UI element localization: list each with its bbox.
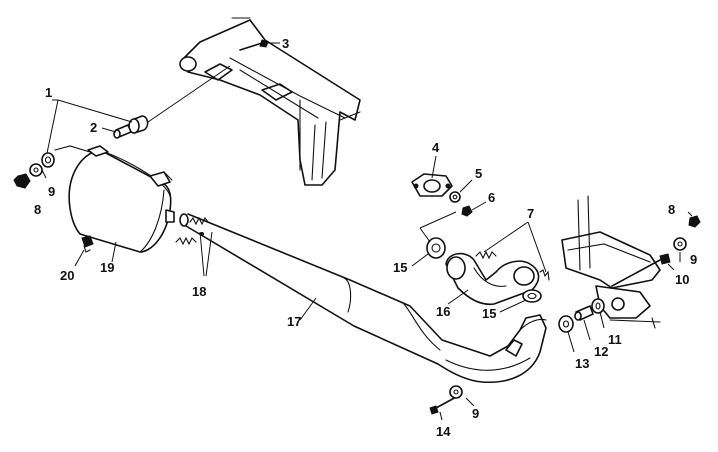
callout-11: 11 bbox=[608, 332, 622, 347]
callout-2: 2 bbox=[90, 120, 97, 135]
leader-15-upper-down bbox=[419, 227, 431, 243]
callout-13: 13 bbox=[575, 356, 589, 371]
callout-8-right: 8 bbox=[668, 202, 675, 217]
muffler-19 bbox=[54, 145, 189, 253]
leader-15-upper-to-manifold bbox=[419, 211, 457, 229]
gasket-15-lower bbox=[522, 289, 542, 303]
callout-12: 12 bbox=[594, 344, 608, 359]
leader-9-left bbox=[41, 169, 47, 179]
callout-9-left: 9 bbox=[48, 184, 55, 199]
washer-9-left bbox=[29, 163, 43, 177]
springs-7 bbox=[475, 250, 550, 281]
leader-19 bbox=[111, 241, 117, 263]
leader-6 bbox=[471, 201, 487, 211]
leader-18b bbox=[205, 231, 213, 277]
callout-19: 19 bbox=[100, 260, 114, 275]
callout-20: 20 bbox=[60, 268, 74, 283]
washer-9-bottom bbox=[449, 385, 463, 399]
leader-frame-grommet bbox=[147, 65, 231, 123]
grommet-11 bbox=[591, 298, 605, 314]
leader-1b bbox=[45, 99, 59, 159]
callout-7: 7 bbox=[527, 206, 534, 221]
tailpipe-17 bbox=[185, 213, 547, 384]
callout-9-bottom: 9 bbox=[472, 406, 479, 421]
leader-20 bbox=[74, 249, 85, 267]
washer-5 bbox=[449, 191, 461, 203]
frame-upper bbox=[179, 17, 361, 186]
callout-9-right: 9 bbox=[690, 252, 697, 267]
leader-8-right bbox=[687, 211, 693, 217]
leader-5 bbox=[459, 179, 473, 193]
callout-18: 18 bbox=[192, 284, 206, 299]
nut-8-right bbox=[688, 215, 701, 228]
plug-20 bbox=[81, 235, 94, 253]
frame-right bbox=[561, 195, 661, 329]
callout-8-left: 8 bbox=[34, 202, 41, 217]
leader-11 bbox=[599, 311, 605, 329]
leader-15a bbox=[411, 253, 429, 267]
spacer-12 bbox=[574, 305, 594, 321]
bolt-14 bbox=[429, 395, 459, 415]
callout-15a: 15 bbox=[393, 260, 407, 275]
grommet-1-lower bbox=[41, 152, 55, 168]
spacer-2 bbox=[113, 124, 132, 139]
nut-8-left bbox=[13, 173, 31, 189]
gasket-15-upper bbox=[426, 237, 446, 259]
callout-1: 1 bbox=[45, 85, 52, 100]
callout-3: 3 bbox=[282, 36, 289, 51]
leader-16 bbox=[447, 289, 469, 305]
leader-12 bbox=[583, 319, 591, 341]
leader-10 bbox=[667, 263, 675, 271]
callout-5: 5 bbox=[475, 166, 482, 181]
leader-14 bbox=[439, 411, 443, 421]
leader-17 bbox=[299, 297, 317, 321]
leader-4 bbox=[431, 155, 437, 179]
headpipe-16 bbox=[445, 252, 540, 306]
leader-7b bbox=[527, 221, 547, 273]
leader-2 bbox=[101, 127, 117, 133]
callout-14: 14 bbox=[436, 424, 451, 439]
callout-4: 4 bbox=[432, 140, 440, 155]
grommet-13 bbox=[558, 315, 574, 333]
callout-10: 10 bbox=[675, 272, 689, 287]
callout-16: 16 bbox=[436, 304, 450, 319]
washer-9-right-top bbox=[673, 237, 687, 251]
leader-18a bbox=[199, 231, 205, 277]
leader-1a bbox=[52, 99, 133, 123]
leader-7a bbox=[483, 221, 529, 253]
callout-17: 17 bbox=[287, 314, 301, 329]
bolt-3 bbox=[239, 39, 280, 51]
bolt-10 bbox=[611, 253, 671, 287]
leader-9-bottom bbox=[465, 397, 475, 407]
manifold-4 bbox=[411, 173, 453, 197]
callout-6: 6 bbox=[488, 190, 495, 205]
leader-13 bbox=[567, 331, 575, 353]
callout-15b: 15 bbox=[482, 306, 496, 321]
nut-6 bbox=[461, 205, 473, 217]
leader-15b bbox=[499, 299, 527, 313]
grommet-1-upper bbox=[128, 115, 149, 134]
